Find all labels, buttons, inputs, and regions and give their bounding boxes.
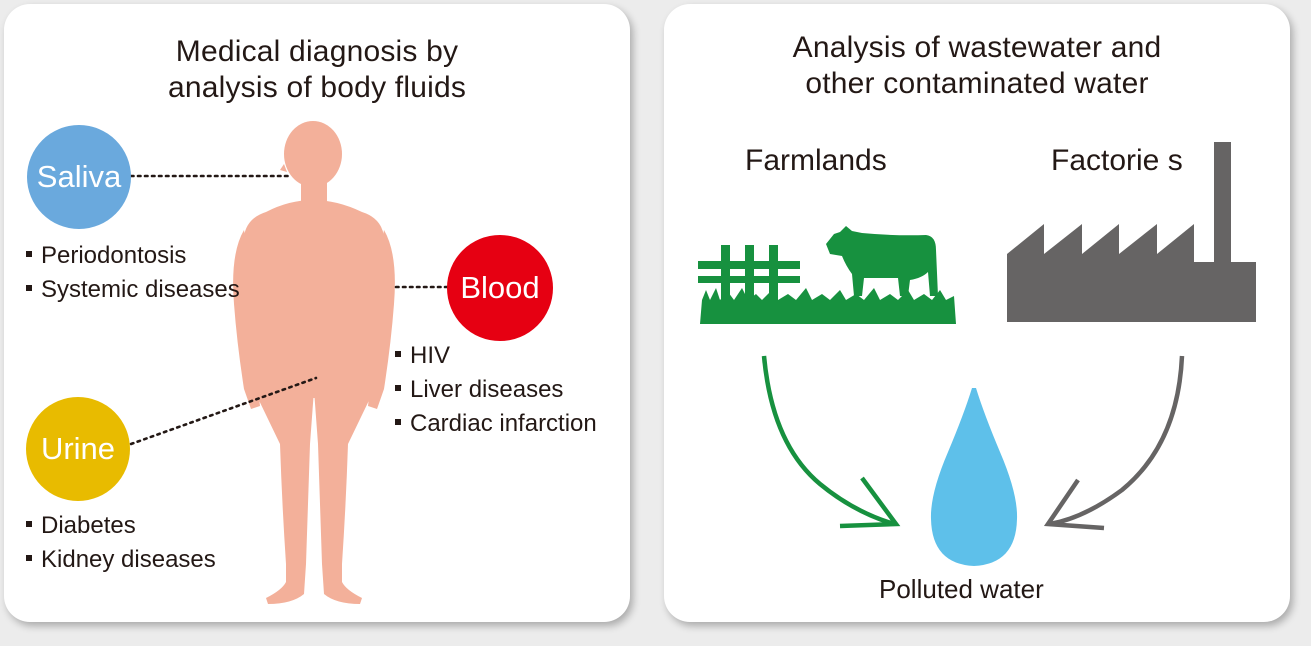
medical-panel-title: Medical diagnosis by analysis of body fl…	[4, 34, 630, 106]
saliva-bubble: Saliva	[27, 125, 131, 229]
blood-label: Blood	[460, 270, 540, 305]
blood-bubble: Blood	[447, 235, 553, 341]
wastewater-analysis-panel: Analysis of wastewater and other contami…	[664, 4, 1290, 622]
human-body-illustration	[129, 121, 449, 604]
urine-label: Urine	[40, 431, 116, 466]
list-item: Liver diseases	[393, 373, 597, 407]
farm-arrowhead	[839, 476, 901, 529]
blood-disease-list: HIV Liver diseases Cardiac infarction	[393, 339, 597, 441]
factory-arrow	[1049, 355, 1185, 527]
wastewater-illustration	[698, 142, 1256, 566]
urine-connector-line	[129, 376, 318, 446]
saliva-label: Saliva	[36, 159, 122, 194]
polluted-water-label: Polluted water	[879, 574, 1044, 604]
wastewater-title-line-2: other contaminated water	[805, 67, 1149, 100]
farmlands-label: Farmlands	[745, 144, 887, 177]
wastewater-panel-title: Analysis of wastewater and other contami…	[664, 30, 1290, 102]
medical-title-line-2: analysis of body fluids	[167, 71, 467, 104]
wastewater-title-line-1: Analysis of wastewater and	[792, 31, 1162, 64]
urine-bubble: Urine	[26, 397, 130, 501]
list-item: Diabetes	[24, 509, 216, 543]
list-item: Periodontosis	[24, 239, 240, 273]
factories-label: Factorie s	[1051, 144, 1183, 177]
farm-arrow	[761, 355, 895, 527]
medical-diagnosis-panel: Medical diagnosis by analysis of body fl…	[4, 4, 630, 622]
factory-arrowhead	[1043, 478, 1105, 531]
list-item: Systemic diseases	[24, 273, 240, 307]
urine-disease-list: Diabetes Kidney diseases	[24, 509, 216, 577]
water-drop-icon	[930, 388, 1018, 566]
medical-title-line-1: Medical diagnosis by	[175, 35, 459, 68]
saliva-disease-list: Periodontosis Systemic diseases	[24, 239, 240, 307]
list-item: Cardiac infarction	[393, 407, 597, 441]
factory-icon	[1007, 142, 1256, 322]
list-item: HIV	[393, 339, 597, 373]
list-item: Kidney diseases	[24, 543, 216, 577]
farmland-icon	[698, 226, 956, 324]
